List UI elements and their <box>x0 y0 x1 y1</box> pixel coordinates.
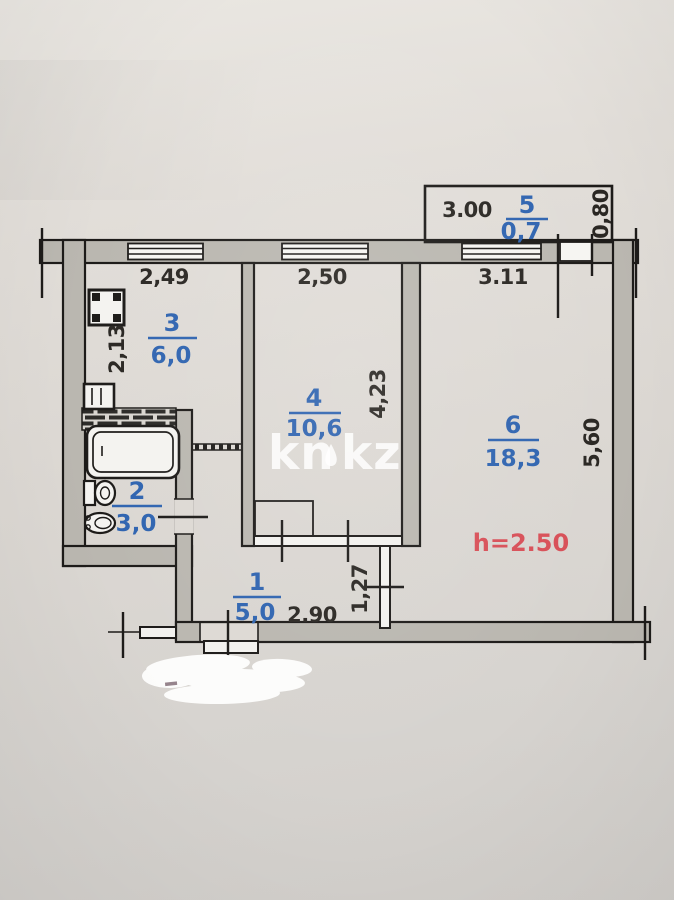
entrance-door <box>199 610 259 660</box>
dimension-ticks <box>40 228 647 660</box>
room-area: 0,7 <box>501 219 542 245</box>
room4-bottom-thin-wall <box>253 535 403 547</box>
room6-window <box>461 242 542 261</box>
room-area: 5,0 <box>235 600 276 626</box>
room-label-living-room: 6 18,3 <box>485 411 542 472</box>
room-number: 5 <box>519 191 536 219</box>
room-area: 18,3 <box>485 446 542 472</box>
built-in-closet <box>254 500 314 537</box>
stove-icon <box>87 288 126 327</box>
watermark-text-right: kz <box>341 426 402 481</box>
washbasin-icon <box>83 511 117 535</box>
kitchen-room4-wall <box>240 261 256 548</box>
room-number: 3 <box>164 309 181 337</box>
room-area: 10,6 <box>286 416 343 442</box>
room-area: 6,0 <box>151 343 192 369</box>
bathroom-door-opening <box>158 498 208 535</box>
water-drop-icon <box>325 444 337 466</box>
white-erased-scribble <box>142 654 312 705</box>
ceiling-height-note: h=2.50 <box>473 529 569 557</box>
kitchen-sink-icon <box>82 382 116 411</box>
dim-hall-passage: 1,27 <box>348 564 372 614</box>
bathtub-icon <box>85 424 181 480</box>
watermark-text-left: kn <box>268 426 335 481</box>
balcony-outline <box>423 184 614 244</box>
room-label-room4: 4 10,6 <box>286 384 343 442</box>
dim-kitchen-width: 2,49 <box>139 265 189 289</box>
room-area: 3,0 <box>116 511 157 537</box>
room-number: 2 <box>129 477 146 505</box>
dim-room4-width: 2,50 <box>297 265 347 289</box>
room4-window <box>281 242 369 261</box>
room-label-bathroom: 2 3,0 <box>112 477 162 537</box>
kitchen-window <box>127 242 204 261</box>
dim-kitchen-depth: 2,13 <box>105 324 129 374</box>
room-label-hallway: 1 5,0 <box>233 568 281 626</box>
kitchen-door-partition <box>192 443 242 451</box>
dim-room4-depth: 4,23 <box>366 369 390 419</box>
bathroom-bottom-exterior-wall <box>61 544 194 568</box>
kn-kz-watermark: kn kz <box>268 426 402 481</box>
room-label-balcony: 5 0,7 <box>501 191 548 245</box>
right-exterior-wall <box>611 238 635 644</box>
dim-hall-width: 2.90 <box>287 603 337 627</box>
room4-room6-wall <box>400 261 422 548</box>
room-number: 4 <box>306 384 323 412</box>
dim-balcony-depth: 0,80 <box>589 189 613 239</box>
dim-room6-width: 3.11 <box>478 265 528 289</box>
left-exterior-wall <box>61 238 87 568</box>
room-number: 1 <box>249 568 266 596</box>
balcony-door <box>559 241 593 262</box>
toilet-icon <box>82 479 117 507</box>
dim-room6-depth: 5,60 <box>580 418 604 468</box>
dim-balcony-width: 3.00 <box>442 198 492 222</box>
room-number: 6 <box>505 411 522 439</box>
room-label-kitchen: 3 6,0 <box>148 309 197 369</box>
